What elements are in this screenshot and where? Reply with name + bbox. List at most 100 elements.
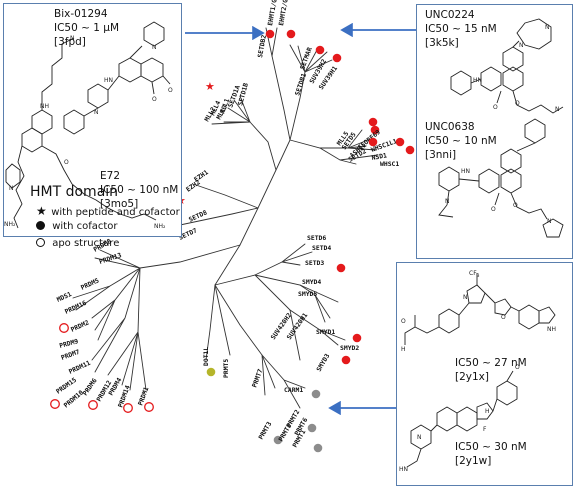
- unc0638-ic50: IC50 ~ 10 nM: [425, 135, 497, 147]
- marker-gray-prmt3: [273, 435, 283, 445]
- gene-label-prdm6: PRDM6: [81, 377, 99, 397]
- atom-n: N: [547, 218, 552, 225]
- gene-label-prdm2: PRDM2: [69, 318, 90, 333]
- atom-n: N: [70, 35, 75, 42]
- c1-ic50: IC50 ~ 27 nM: [455, 357, 527, 369]
- e72-name: E72: [100, 170, 120, 182]
- marker-star-mll1: ★: [205, 80, 215, 93]
- marker-olive-dot1l: [206, 367, 216, 377]
- gene-label-prdm11: PRDM11: [67, 359, 91, 376]
- marker-ring-prdm1: [144, 402, 154, 412]
- c2-ic50: IC50 ~ 30 nM: [455, 441, 527, 453]
- gene-label-setd3: SETD3: [305, 259, 324, 267]
- atom-o: O: [401, 318, 406, 325]
- gene-label-dot1l: DOT1L: [202, 347, 210, 366]
- e72-pdb: [3mo5]: [100, 198, 139, 210]
- marker-dot-ehmt2: [286, 29, 296, 39]
- atom-o: O: [513, 202, 518, 209]
- atom-hn: HN: [104, 77, 113, 84]
- gene-label-setd6: SETD6: [307, 234, 326, 242]
- legend-star-row: ★ with peptide and cofactor: [36, 204, 180, 218]
- atom-n: N: [445, 198, 450, 205]
- atom-nh: NH: [40, 103, 49, 110]
- atom-cf3: CF3: [469, 270, 480, 279]
- gene-label-prmt8: PRMT8: [277, 422, 294, 443]
- marker-dot-smyd3: [341, 355, 351, 365]
- tree-branches: [72, 27, 379, 409]
- gene-label-setdb2: SETDB2: [256, 34, 268, 58]
- marker-ring-prdm10: [50, 399, 60, 409]
- marker-dot-ash1l: [370, 125, 380, 135]
- legend-star-label: with peptide and cofactor: [51, 207, 180, 218]
- bix-ic50: IC50 ~ 1 μM: [54, 22, 120, 34]
- atom-nh2: NH₂: [4, 221, 16, 228]
- compound-box-prmt: CF3 N O NH H O O H F N HN IC50 ~ 27 nM […: [396, 262, 573, 486]
- gene-label-whsc1: WHSC1: [380, 160, 399, 168]
- atom-o: O: [64, 159, 69, 166]
- gene-label-smyd4: SMYD4: [302, 278, 321, 286]
- bix-name: Bix-01294: [54, 8, 108, 20]
- c1-pdb: [2y1x]: [455, 371, 489, 383]
- legend-ring-row: apo structure: [36, 238, 119, 249]
- gene-label-prmt5: PRMT5: [222, 359, 230, 378]
- atom-o: O: [501, 314, 506, 321]
- marker-dot-c5orf69: [368, 117, 378, 127]
- gene-label-smyd5: SMYD5: [298, 290, 317, 298]
- gene-label-mds1: MDS1: [55, 290, 72, 304]
- marker-gray-carm1: [311, 389, 321, 399]
- e72-ic50: IC50 ~ 100 nM: [100, 184, 179, 196]
- marker-ring-prdm14: [123, 403, 133, 413]
- atom-hn: HN: [473, 77, 482, 84]
- unc0224-ic50: IC50 ~ 15 nM: [425, 23, 497, 35]
- compound-box-unc: N N HN N O O HN N O O N UNC0224 IC50 ~ 1…: [416, 4, 573, 259]
- unc0224-name: UNC0224: [425, 9, 475, 21]
- unc0638-name: UNC0638: [425, 121, 475, 133]
- gene-label-setdb1: SETDB1: [293, 72, 308, 97]
- star-icon: ★: [36, 204, 47, 218]
- legend-title: HMT domain: [30, 184, 119, 200]
- atom-o: O: [491, 206, 496, 213]
- marker-dot-ehmt1: [265, 29, 275, 39]
- atom-n: N: [152, 44, 157, 51]
- bix-pdb: [3fpd]: [54, 36, 86, 48]
- gene-label-smyd2: SMYD2: [340, 344, 359, 352]
- atom-o: O: [515, 364, 520, 371]
- gene-label-prdm16: PRDM16: [63, 299, 87, 316]
- atom-n: N: [463, 294, 468, 301]
- marker-dot-smyd1: [352, 333, 362, 343]
- marker-dot-setd2: [368, 137, 378, 147]
- atom-n: N: [519, 42, 524, 49]
- marker-dot-setmar: [315, 45, 325, 55]
- atom-n: N: [9, 185, 14, 192]
- gene-label-carm1: CARM1: [284, 386, 303, 394]
- gene-label-setmar: SETMAR: [298, 46, 313, 71]
- atom-n: N: [417, 434, 422, 441]
- marker-gray-prmt1: [313, 443, 323, 453]
- marker-dot-whsc1l1: [395, 137, 405, 147]
- legend-ring-label: apo structure: [52, 238, 120, 249]
- gene-label-setd1b: SETD1B: [236, 82, 250, 107]
- gene-label-prmt7: PRMT7: [250, 368, 264, 389]
- atom-nh2: NH₂: [154, 223, 166, 230]
- atom-o: O: [168, 87, 173, 94]
- unc0638-pdb: [3nni]: [425, 149, 457, 161]
- marker-ring-prdm12: [88, 400, 98, 410]
- atom-n: N: [545, 24, 550, 31]
- atom-o: O: [515, 100, 520, 107]
- atom-h: H: [401, 346, 406, 353]
- gene-label-prdm7: PRDM7: [60, 348, 81, 362]
- marker-dot-setd3: [336, 263, 346, 273]
- atom-n: N: [555, 106, 560, 113]
- open-circle-icon: [36, 238, 45, 247]
- c2-pdb: [2y1w]: [455, 455, 492, 467]
- gene-label-nsd1: NSD1: [371, 151, 388, 162]
- atom-o: O: [493, 104, 498, 111]
- atom-h: H: [485, 408, 490, 415]
- atom-hn: HN: [399, 466, 408, 473]
- legend-dot-row: with cofactor: [36, 221, 118, 232]
- gene-label-ehmt2: EHMT2/G9a: [277, 0, 291, 26]
- atom-nh: NH: [547, 326, 556, 333]
- marker-ring-prdm2: [59, 323, 69, 333]
